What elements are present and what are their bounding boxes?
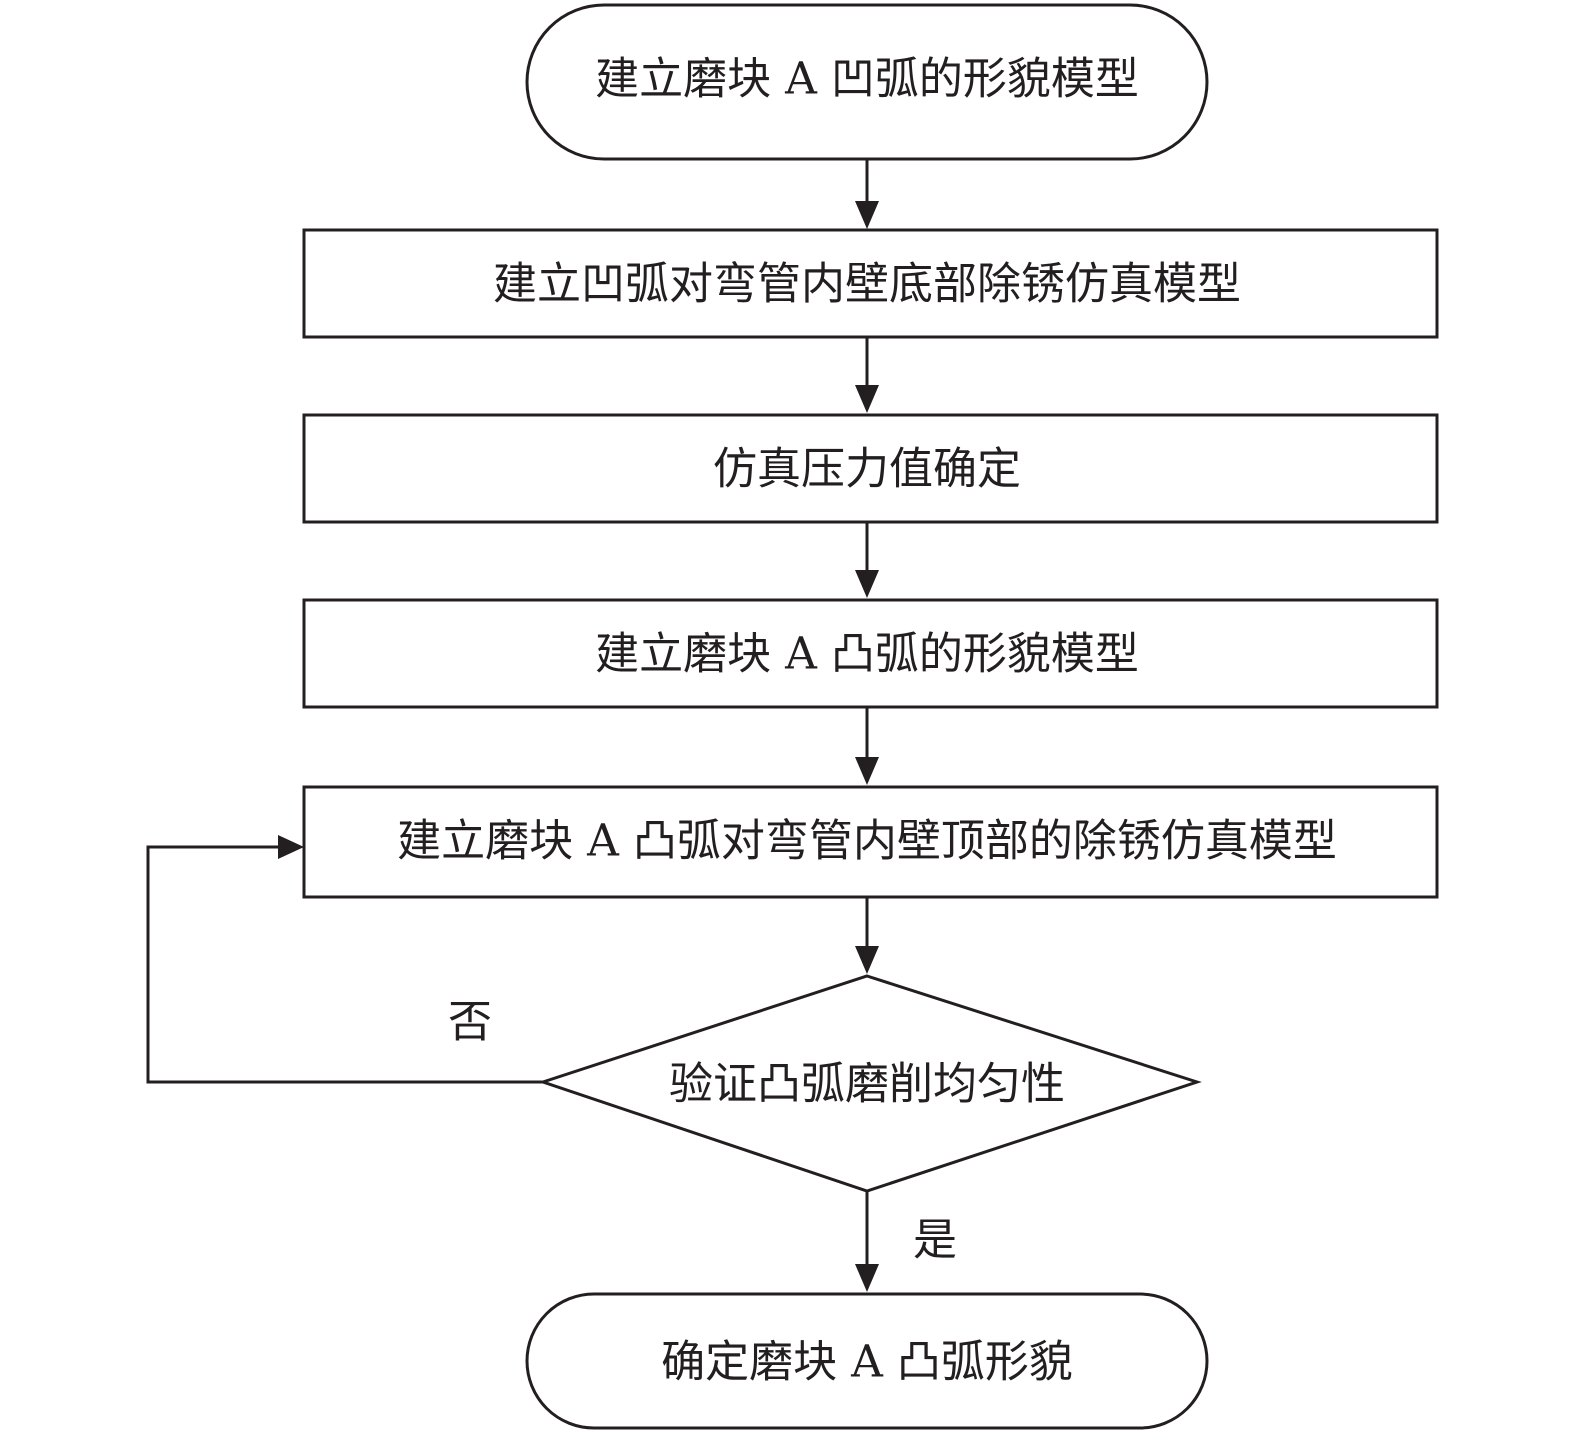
arrow-step1-to-step2 xyxy=(855,337,879,413)
node-end: 确定磨块 A 凸弧形貌 xyxy=(525,1292,1209,1430)
arrow-step2-to-step3 xyxy=(855,522,879,598)
step3-process-box xyxy=(302,598,1439,709)
node-start: 建立磨块 A 凹弧的形貌模型 xyxy=(525,3,1209,161)
arrowhead-icon xyxy=(855,757,879,785)
node-step1: 建立凹弧对弯管内壁底部除锈仿真模型 xyxy=(302,228,1439,339)
arrow-step3-to-step4 xyxy=(855,707,879,785)
decision-label: 验证凸弧磨削均匀性 xyxy=(669,1059,1065,1110)
arrowhead-icon xyxy=(855,946,879,974)
node-decision: 验证凸弧磨削均匀性 xyxy=(538,974,1202,1193)
loop-connector-line xyxy=(146,845,543,1084)
step3-label: 建立磨块 A 凸弧的形貌模型 xyxy=(595,629,1139,680)
arrowhead-icon xyxy=(855,201,879,229)
step1-process-box xyxy=(302,228,1439,339)
step1-label: 建立凹弧对弯管内壁底部除锈仿真模型 xyxy=(493,259,1241,310)
no-branch-label: 否 xyxy=(448,997,492,1048)
arrowhead-icon xyxy=(278,835,304,859)
start-label: 建立磨块 A 凹弧的形貌模型 xyxy=(595,54,1139,105)
arrowhead-icon xyxy=(855,1264,879,1292)
step2-process-box xyxy=(302,413,1439,524)
yes-branch-label: 是 xyxy=(913,1215,957,1266)
step2-label: 仿真压力值确定 xyxy=(713,444,1021,495)
end-label: 确定磨块 A 凸弧形貌 xyxy=(661,1337,1073,1388)
arrow-start-to-step1 xyxy=(855,159,879,229)
node-step3: 建立磨块 A 凸弧的形貌模型 xyxy=(302,598,1439,709)
step4-process-box xyxy=(302,785,1439,899)
node-step2: 仿真压力值确定 xyxy=(302,413,1439,524)
arrow-decision-yes: 是 xyxy=(855,1191,957,1292)
arrow-step4-to-decision xyxy=(855,897,879,974)
end-terminator-shape xyxy=(525,1292,1209,1430)
arrowhead-icon xyxy=(855,570,879,598)
step4-label: 建立磨块 A 凸弧对弯管内壁顶部的除锈仿真模型 xyxy=(397,816,1337,867)
node-step4: 建立磨块 A 凸弧对弯管内壁顶部的除锈仿真模型 xyxy=(302,785,1439,899)
arrow-decision-no-loop: 否 xyxy=(146,835,543,1084)
arrowhead-icon xyxy=(855,385,879,413)
